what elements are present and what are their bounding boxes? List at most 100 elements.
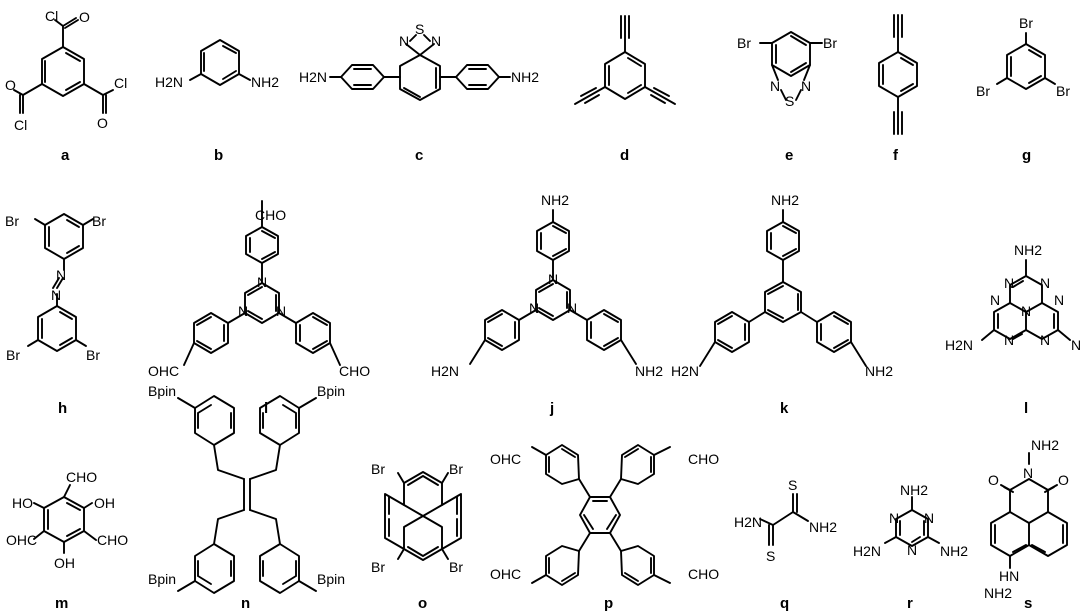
atom-label: NH2 (1071, 337, 1080, 353)
atom-label: Br (371, 461, 385, 477)
atom-label: N (1021, 303, 1031, 319)
atom-label: H2N (431, 363, 459, 379)
atom-label: H2N (155, 74, 183, 90)
structure-caption: d (620, 147, 629, 164)
atom-label: NH2 (541, 192, 569, 208)
atom-label: CHO (688, 451, 719, 467)
atom-label: OHC (490, 566, 521, 582)
atom-label: O (1058, 472, 1069, 488)
atom-label: NH2 (1014, 242, 1042, 258)
structure-caption: e (785, 147, 793, 164)
atom-label: N (399, 33, 409, 49)
molecule-q: S H2N NH2 S q (734, 477, 837, 612)
atom-label: N (924, 510, 934, 526)
atom-label: Br (371, 559, 385, 575)
atom-label: NH2 (635, 363, 663, 379)
atom-label: Br (449, 461, 463, 477)
molecule-d: d (574, 15, 676, 164)
atom-label: Bpin (317, 383, 345, 399)
atom-label: Br (737, 35, 751, 51)
atom-label: NH2 (940, 543, 968, 559)
atom-label: N (1004, 332, 1014, 348)
structure-caption: c (415, 147, 423, 164)
structure-caption: k (780, 400, 789, 417)
atom-label: N (51, 287, 61, 303)
molecule-l: NH2 N N N N N N N H2N NH2 l (945, 242, 1080, 417)
atom-label: CHO (66, 469, 97, 485)
atom-label: OH (54, 555, 75, 571)
atom-label: Br (823, 35, 837, 51)
atom-label: H2N (734, 514, 762, 530)
structure-caption: m (55, 595, 68, 612)
atom-label: NH2 (771, 192, 799, 208)
atom-label: N (907, 542, 917, 558)
structure-caption: o (418, 595, 427, 612)
atom-label: CHO (255, 207, 286, 223)
atom-label: OHC (148, 363, 179, 379)
atom-label: NH2 (984, 585, 1012, 601)
atom-label: Br (976, 83, 990, 99)
atom-label: H2N (853, 543, 881, 559)
molecule-b: H2N NH2 b (155, 39, 279, 164)
atom-label: NH2 (865, 363, 893, 379)
atom-label: Br (86, 347, 100, 363)
atom-label: H2N (299, 69, 327, 85)
atom-label: N (257, 274, 267, 290)
atom-label: OHC (490, 451, 521, 467)
atom-label: S (785, 93, 794, 109)
atom-label: N (889, 510, 899, 526)
molecule-s: NH2 N O O HN NH2 s (984, 437, 1069, 612)
structure-caption: l (1024, 400, 1028, 417)
atom-label: N (1040, 332, 1050, 348)
structure-caption: h (58, 400, 67, 417)
atom-label: N (276, 303, 286, 319)
molecule-g: Br Br Br g (976, 15, 1070, 164)
atom-label: N (770, 78, 780, 94)
molecule-i: CHO N N N OHC CHO i (148, 200, 370, 417)
atom-label: Br (449, 559, 463, 575)
atom-label: N (567, 300, 577, 316)
atom-label: N (1004, 275, 1014, 291)
atom-label: Br (92, 213, 106, 229)
atom-label: Cl (14, 117, 27, 133)
molecule-f: f (878, 14, 918, 164)
atom-label: NH2 (900, 482, 928, 498)
atom-label: H2N (945, 337, 973, 353)
atom-label: Br (1056, 83, 1070, 99)
atom-label: HN (999, 568, 1019, 584)
molecule-k: NH2 H2N NH2 k (671, 192, 893, 417)
atom-label: N (990, 292, 1000, 308)
atom-label: N (238, 303, 248, 319)
atom-label: OH (94, 495, 115, 511)
atom-label: N (1023, 465, 1033, 481)
atom-label: CHO (688, 566, 719, 582)
molecule-n: Bpin Bpin Bpin Bpin n (148, 383, 345, 612)
atom-label: N (56, 267, 66, 283)
structure-caption: p (604, 595, 613, 612)
atom-label: N (548, 271, 558, 287)
atom-label: S (766, 548, 775, 564)
molecule-h: Br Br N N Br Br h (5, 213, 106, 417)
atom-label: NH2 (809, 519, 837, 535)
molecule-p: OHC CHO OHC CHO p (490, 444, 719, 612)
atom-label: Bpin (148, 383, 176, 399)
molecule-e: Br Br N N S e (737, 31, 837, 164)
structure-caption: r (907, 595, 913, 612)
atom-label: O (988, 472, 999, 488)
atom-label: Bpin (148, 571, 176, 587)
molecule-m: CHO HO OH OHC CHO OH m (6, 469, 128, 612)
structure-caption: s (1024, 595, 1032, 612)
structure-caption: a (61, 147, 70, 164)
atom-label: O (5, 77, 16, 93)
atom-label: Cl (114, 75, 127, 91)
atom-label: NH2 (511, 69, 539, 85)
atom-label: NH2 (251, 74, 279, 90)
atom-label: OHC (6, 532, 37, 548)
atom-label: Br (5, 213, 19, 229)
atom-label: N (529, 300, 539, 316)
atom-label: S (415, 21, 424, 37)
atom-label: N (431, 33, 441, 49)
molecule-c: N S N H2N NH2 c (299, 21, 539, 164)
